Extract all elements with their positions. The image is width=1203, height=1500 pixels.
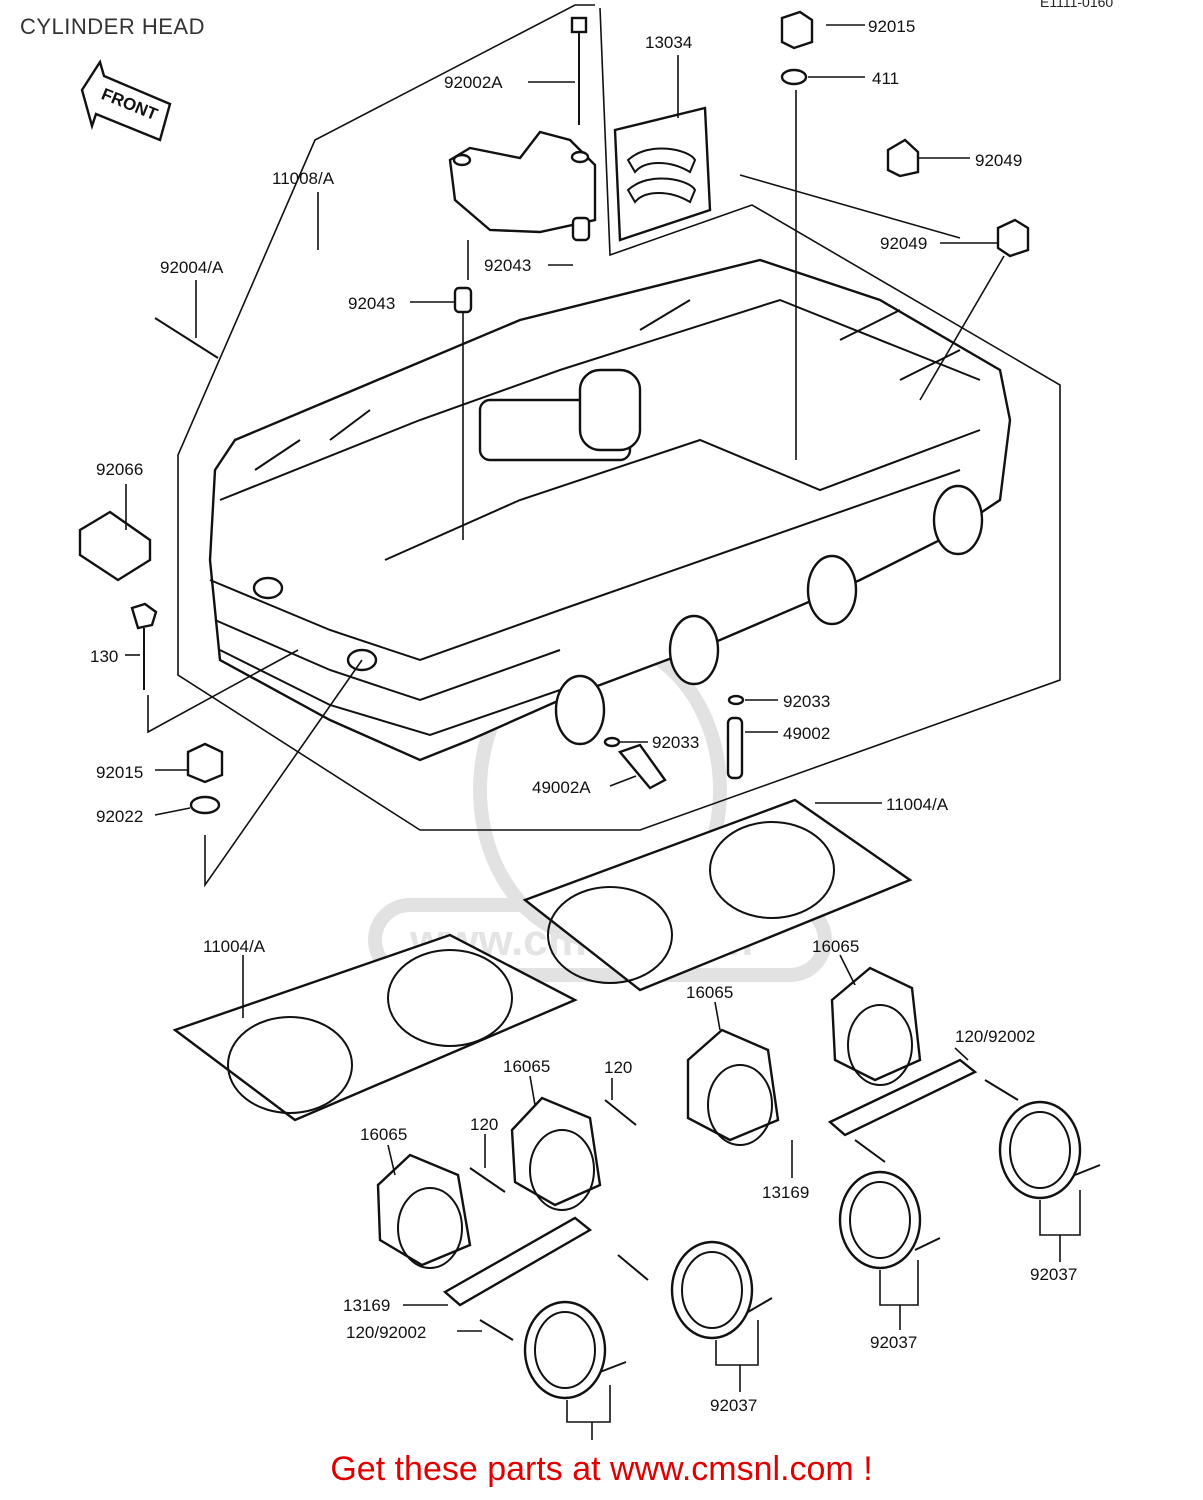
plug-49002	[726, 716, 744, 780]
diagram-title: CYLINDER HEAD	[20, 14, 205, 39]
label-92033-a: 92033	[783, 692, 830, 711]
leader-lines	[125, 24, 1081, 1440]
holder-16065-b	[686, 1028, 780, 1146]
label-120-b: 120	[470, 1115, 498, 1134]
label-92043-a: 92043	[484, 256, 531, 275]
gasket-11004A-right	[522, 798, 913, 992]
label-11008A: 11008/A	[272, 169, 335, 188]
label-16065-d: 16065	[360, 1125, 407, 1144]
cylinder-head	[208, 258, 1012, 762]
holder-16065-a	[830, 966, 922, 1086]
label-11004A-left: 11004/A	[203, 937, 266, 956]
head-assembly-boundary	[177, 4, 1061, 831]
label-92049-a: 92049	[975, 151, 1022, 170]
label-16065-b: 16065	[686, 983, 733, 1002]
label-13169-b: 13169	[343, 1296, 390, 1315]
label-120-a: 120	[604, 1058, 632, 1077]
oring-92033-a	[727, 694, 745, 706]
label-120-92002-b: 120/92002	[346, 1323, 426, 1342]
label-92015-top: 92015	[868, 17, 915, 36]
label-92066: 92066	[96, 460, 143, 479]
grommet-92049-a	[886, 138, 920, 178]
plug-92066	[78, 510, 152, 582]
label-49002A: 49002A	[532, 778, 591, 797]
holder-16065-c	[510, 1096, 602, 1211]
label-11004A-right: 11004/A	[886, 795, 949, 814]
part-labels: 92015 411 13034 92002A 92049 92049 11008…	[90, 17, 1077, 1415]
bracket-13169-a	[827, 1058, 978, 1137]
label-411: 411	[872, 69, 899, 88]
cap-nut-92015	[186, 742, 224, 784]
leader-92015-to-head	[204, 659, 363, 888]
label-92004A: 92004/A	[160, 258, 224, 277]
label-92037-b: 92037	[870, 1333, 917, 1352]
label-16065-a: 16065	[812, 937, 859, 956]
oring-92033-b	[603, 736, 621, 748]
bracket-13169-b	[442, 1216, 593, 1307]
washer-411	[780, 68, 808, 86]
label-92037-c: 92037	[710, 1396, 757, 1415]
camshaft-cap	[448, 130, 597, 234]
stud-92004A	[154, 317, 219, 359]
label-13034: 13034	[645, 33, 692, 52]
dowel-92043-b	[453, 286, 473, 314]
label-92049-b: 92049	[880, 234, 927, 253]
label-120-92002-a: 120/92002	[955, 1027, 1035, 1046]
cam-cap-boundary	[739, 174, 961, 239]
grommet-92049-b	[996, 218, 1030, 258]
label-92037-a: 92037	[1030, 1265, 1077, 1284]
holder-16065-d	[376, 1153, 472, 1269]
leader-130-to-head	[147, 649, 299, 734]
label-130: 130	[90, 647, 118, 666]
front-arrow: FRONT	[80, 59, 172, 142]
footer-promo-link[interactable]: Get these parts at www.cmsnl.com !	[330, 1450, 873, 1488]
label-92015: 92015	[96, 763, 143, 782]
label-92002A: 92002A	[444, 73, 503, 92]
dowel-92043-a	[571, 216, 591, 242]
label-92033-b: 92033	[652, 733, 699, 752]
drawing-code: E1111-0160	[1040, 0, 1114, 10]
leader-92049-stem	[919, 255, 1005, 401]
label-13169-a: 13169	[762, 1183, 809, 1202]
cap-nut-92015-top	[780, 10, 814, 50]
label-92043-b: 92043	[348, 294, 395, 313]
bearing-13034	[613, 106, 712, 242]
washer-92022	[189, 795, 221, 815]
label-49002: 49002	[783, 724, 830, 743]
exploded-parts-diagram: www.cmsnl.com FRONT	[78, 4, 1101, 1440]
clamps-92037	[523, 1100, 1101, 1400]
screws-120	[469, 1079, 1019, 1341]
label-16065-c: 16065	[503, 1057, 550, 1076]
label-92022: 92022	[96, 807, 143, 826]
bolt-92002A	[570, 16, 588, 125]
plug-49002A	[617, 743, 667, 790]
bolt-130	[130, 602, 158, 690]
gasket-11004A-left	[172, 933, 578, 1122]
